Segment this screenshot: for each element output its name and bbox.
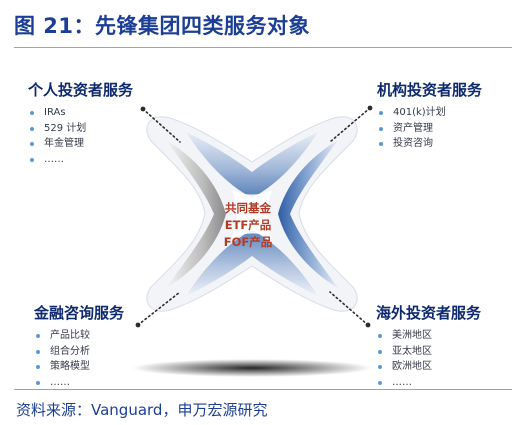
quadrant-financial-advisory: 金融咨询服务 产品比较 组合分析 策略模型 …… <box>34 302 124 390</box>
quadrant-title: 机构投资者服务 <box>377 81 483 99</box>
list-item: IRAs <box>28 105 133 121</box>
x-shape-left-lobe <box>166 140 226 288</box>
x-shape-right-lobe <box>278 140 338 288</box>
center-label-3: FOF产品 <box>223 235 273 249</box>
x-shape-top-lobe <box>186 132 318 198</box>
list-item: 529 计划 <box>28 121 133 137</box>
bottom-divider <box>14 389 512 390</box>
top-divider <box>14 47 512 48</box>
list-item: 年金管理 <box>28 136 133 152</box>
quadrant-title: 海外投资者服务 <box>376 304 482 322</box>
list-item: 投资咨询 <box>377 136 482 152</box>
x-shape-bottom-lobe <box>186 230 318 296</box>
list-item: 美洲地区 <box>376 328 481 344</box>
list-item: 组合分析 <box>34 344 124 360</box>
quadrant-institutional-investors: 机构投资者服务 401(k)计划 资产管理 投资咨询 <box>377 79 482 152</box>
quadrant-title: 个人投资者服务 <box>28 81 134 99</box>
list-item: 产品比较 <box>34 328 124 344</box>
x-shape-highlight <box>232 190 272 238</box>
floor-shadow <box>132 359 372 377</box>
quadrant-title: 金融咨询服务 <box>34 304 125 322</box>
list-item: …… <box>376 375 481 391</box>
connector-bottom-right <box>329 291 369 326</box>
quadrant-overseas-investors: 海外投资者服务 美洲地区 亚太地区 欧洲地区 …… <box>376 302 481 390</box>
service-list: 产品比较 组合分析 策略模型 …… <box>34 328 124 390</box>
connector-lines <box>137 107 371 326</box>
list-item: 策略模型 <box>34 359 124 375</box>
service-list: 401(k)计划 资产管理 投资咨询 <box>377 105 482 152</box>
list-item: 亚太地区 <box>376 344 481 360</box>
connector-dots <box>135 105 373 328</box>
quadrant-individual-investors: 个人投资者服务 IRAs 529 计划 年金管理 …… <box>28 79 133 167</box>
list-item: 欧洲地区 <box>376 359 481 375</box>
source-note: 资料来源：Vanguard，申万宏源研究 <box>16 401 268 419</box>
list-item: …… <box>34 375 124 391</box>
center-label-2: ETF产品 <box>224 218 272 232</box>
service-list: IRAs 529 计划 年金管理 …… <box>28 105 133 167</box>
list-item: …… <box>28 152 133 168</box>
connector-top-right <box>329 107 371 143</box>
center-label-1: 共同基金 <box>225 201 271 215</box>
connector-bottom-left <box>137 291 181 326</box>
connector-top-left <box>142 108 181 143</box>
service-list: 美洲地区 亚太地区 欧洲地区 …… <box>376 328 481 390</box>
list-item: 资产管理 <box>377 121 482 137</box>
page-title: 图 21：先锋集团四类服务对象 <box>14 14 311 38</box>
list-item: 401(k)计划 <box>377 105 482 121</box>
